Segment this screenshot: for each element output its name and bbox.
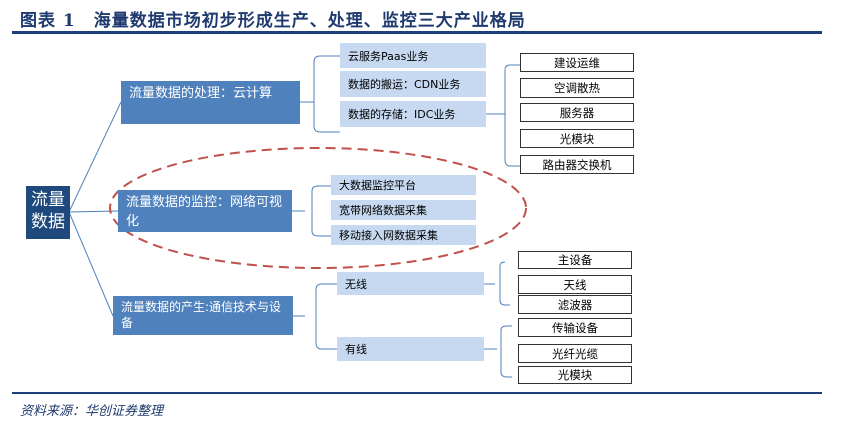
paas-node: 云服务Paas业务 (340, 43, 486, 68)
cdn-node: 数据的搬运：CDN业务 (340, 71, 486, 97)
leaf-node: 服务器 (520, 103, 634, 122)
leaf-node: 天线 (518, 275, 632, 294)
figure-number: 图表 1 (20, 11, 76, 31)
leaf-node: 传输设备 (518, 318, 632, 337)
leaf-node: 滤波器 (518, 295, 632, 314)
wireless-node: 无线 (337, 272, 484, 295)
top-rule (12, 31, 822, 34)
figure-title: 图表 1 海量数据市场初步形成生产、处理、监控三大产业格局 (20, 6, 526, 31)
monitor-child-node: 移动接入网数据采集 (331, 225, 476, 245)
highlight-ellipse (109, 147, 527, 269)
leaf-node: 主设备 (518, 251, 632, 269)
figure-title-text: 海量数据市场初步形成生产、处理、监控三大产业格局 (93, 11, 526, 31)
monitoring-node: 流量数据的监控：网络可视化 (118, 190, 292, 232)
leaf-node: 路由器交换机 (520, 155, 634, 174)
idc-node: 数据的存储：IDC业务 (340, 101, 486, 127)
leaf-node: 光模块 (518, 366, 632, 384)
monitor-child-node: 大数据监控平台 (331, 175, 476, 195)
generation-node: 流量数据的产生:通信技术与设备 (113, 296, 293, 335)
idc-bracket (486, 64, 520, 167)
source-note: 资料来源：华创证券整理 (20, 404, 164, 419)
wired-node: 有线 (337, 337, 484, 361)
generation-bracket (293, 283, 337, 350)
root-to-processing-line (68, 101, 122, 213)
root-node: 流量数据 (26, 186, 70, 239)
processing-node: 流量数据的处理：云计算 (121, 81, 300, 124)
leaf-node: 建设运维 (520, 53, 634, 72)
root-to-generation-line (68, 211, 114, 317)
wireless-bracket (484, 261, 510, 306)
leaf-node: 空调散热 (520, 78, 634, 98)
leaf-node: 光纤光缆 (518, 344, 632, 363)
monitor-child-node: 宽带网络数据采集 (331, 200, 476, 220)
monitoring-bracket (292, 185, 331, 237)
leaf-node: 光模块 (520, 129, 634, 148)
processing-bracket (300, 55, 340, 133)
wired-bracket (484, 325, 512, 378)
bottom-rule (12, 392, 822, 394)
